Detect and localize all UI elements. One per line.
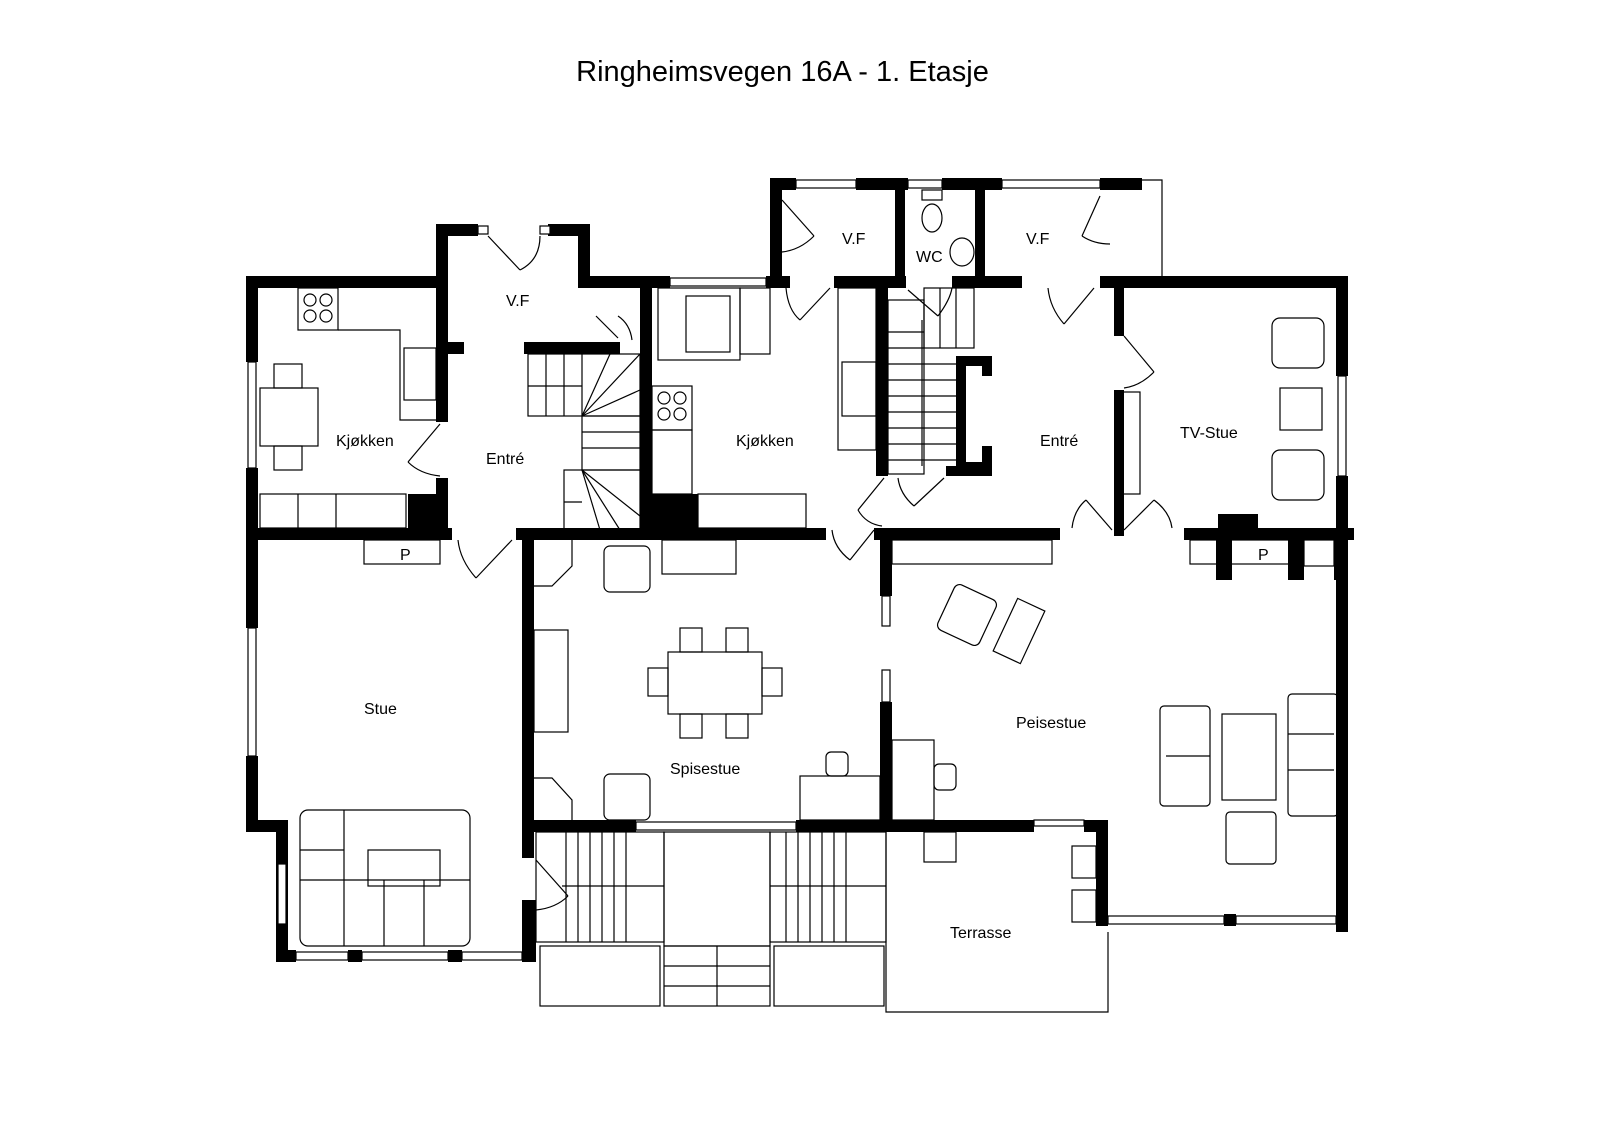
room-label-entre-left: Entré	[486, 451, 524, 468]
room-label-vf-mid: V.F	[842, 231, 866, 248]
room-label-terrasse: Terrasse	[950, 925, 1011, 942]
windows	[247, 179, 1347, 961]
room-label-spisestue: Spisestue	[670, 761, 740, 778]
room-labels: Kjøkken V.F Entré Kjøkken V.F WC V.F Ent…	[336, 231, 1269, 942]
room-label-wc: WC	[916, 249, 943, 266]
room-label-entre-right: Entré	[1040, 433, 1078, 450]
room-label-tv-stue: TV-Stue	[1180, 425, 1238, 442]
fireplace-label-left: P	[400, 547, 411, 564]
floor-plan-title: Ringheimsvegen 16A - 1. Etasje	[0, 56, 1600, 89]
room-label-peisestue: Peisestue	[1016, 715, 1086, 732]
terrasse-outline	[885, 832, 1109, 1013]
stairs	[527, 287, 975, 1007]
doors	[407, 195, 1173, 911]
walls	[246, 178, 1354, 962]
fireplace-label-right: P	[1258, 547, 1269, 564]
room-label-kjokken-left: Kjøkken	[336, 433, 394, 450]
room-label-vf-left: V.F	[506, 293, 530, 310]
title-text: Ringheimsvegen 16A - 1. Etasje	[576, 56, 989, 88]
room-label-vf-right: V.F	[1026, 231, 1050, 248]
room-label-kjokken-right: Kjøkken	[736, 433, 794, 450]
room-label-stue: Stue	[364, 701, 397, 718]
furniture	[259, 189, 1339, 947]
